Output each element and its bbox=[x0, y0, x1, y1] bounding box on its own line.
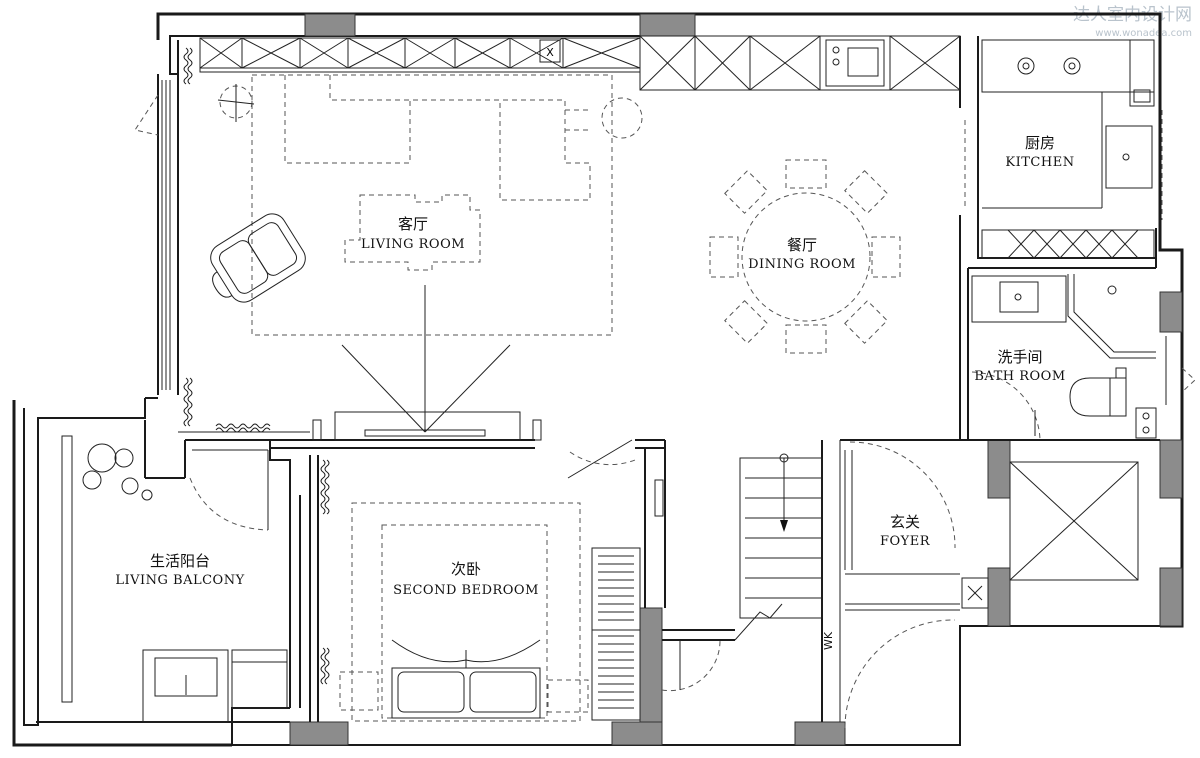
foyer-and-stairs: WK bbox=[661, 441, 1139, 729]
dining-room-label-en: DINING ROOM bbox=[748, 257, 856, 272]
wk-mark: WK bbox=[822, 631, 835, 650]
living-room-furniture bbox=[210, 74, 643, 441]
bath-room-label-en: BATH ROOM bbox=[974, 369, 1065, 384]
cabinet-x-mark: X bbox=[546, 46, 554, 59]
second-bedroom-label-en: SECOND BEDROOM bbox=[393, 583, 539, 598]
foyer-label-cn: 玄关 bbox=[890, 513, 920, 531]
kitchen-fixtures bbox=[964, 39, 1163, 259]
dining-set bbox=[709, 159, 901, 354]
dining-room-label-cn: 餐厅 bbox=[787, 236, 817, 254]
balcony-label-cn: 生活阳台 bbox=[150, 552, 210, 570]
second-bedroom-furniture bbox=[339, 439, 664, 722]
structural-columns bbox=[289, 13, 1183, 746]
top-cabinets: X bbox=[199, 35, 961, 91]
living-room-label-cn: 客厅 bbox=[398, 215, 428, 233]
bath-fixtures bbox=[971, 275, 1157, 441]
room-labels: 客厅 LIVING ROOM 餐厅 DINING ROOM 厨房 KITCHEN… bbox=[115, 134, 1074, 598]
foyer-label-en: FOYER bbox=[880, 534, 931, 549]
second-bedroom-label-cn: 次卧 bbox=[451, 560, 481, 578]
bath-room-label-cn: 洗手间 bbox=[997, 348, 1042, 366]
west-window bbox=[134, 80, 171, 390]
kitchen-label-en: KITCHEN bbox=[1005, 155, 1074, 170]
east-window bbox=[1165, 336, 1196, 405]
living-room-label-en: LIVING ROOM bbox=[361, 237, 465, 252]
balcony-label-en: LIVING BALCONY bbox=[115, 573, 244, 588]
curtains bbox=[183, 47, 330, 685]
watermark-url: www.wonadea.com bbox=[1095, 28, 1192, 39]
balcony-fixtures bbox=[61, 435, 288, 723]
kitchen-label-cn: 厨房 bbox=[1025, 134, 1055, 152]
